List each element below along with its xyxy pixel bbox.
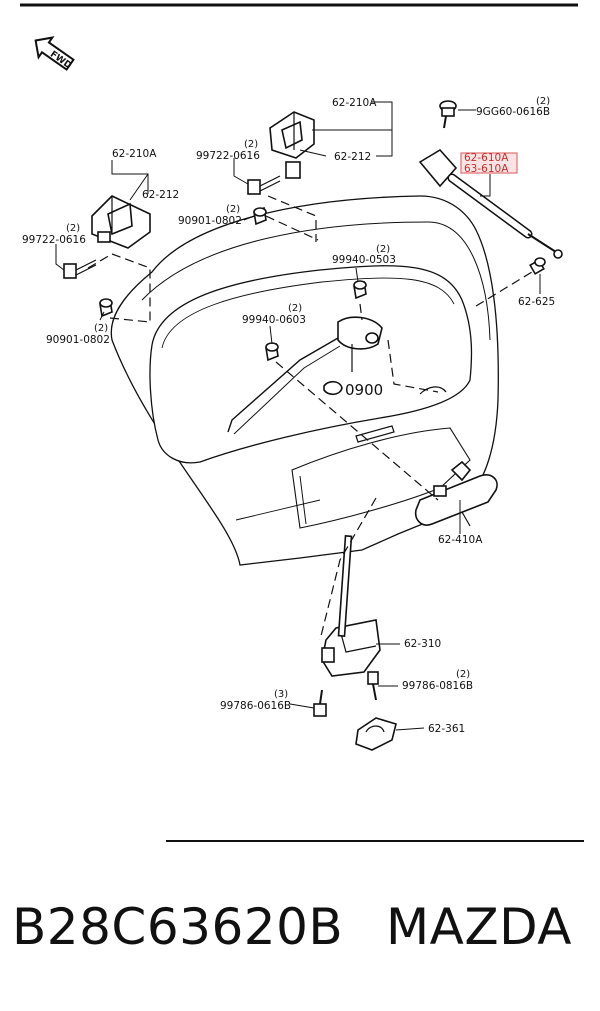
right-hinge-nut — [253, 206, 267, 226]
label-mid-nut: 99940-0603 — [242, 314, 306, 326]
label-lock-bolt-right: 99786-0816B — [402, 680, 473, 692]
label-lock-bolt-left-qty: (3) — [274, 689, 288, 700]
footer-brand: MAZDA — [386, 898, 572, 956]
wiper-motor — [337, 316, 383, 372]
label-strut-ball: 62-625 — [518, 296, 555, 308]
mid-nut — [265, 342, 279, 362]
upper-nut — [353, 280, 367, 300]
label-strut-screw: 9GG60-0616B — [476, 106, 550, 118]
label-mid-nut-qty: (2) — [288, 303, 302, 314]
label-strut-screw-qty: (2) — [536, 96, 550, 107]
strut-screw — [439, 100, 457, 129]
label-striker: 62-361 — [428, 723, 465, 735]
footer-part-number: B28C63620B — [12, 898, 344, 956]
label-left-nut-qty: (2) — [94, 323, 108, 334]
right-hinge — [269, 111, 315, 179]
fwd-arrow-icon: FWD — [34, 36, 75, 71]
left-hinge-nut — [99, 298, 113, 318]
label-right-hinge-group: 62-210A — [332, 97, 377, 109]
striker — [355, 717, 397, 751]
label-left-hinge-part: 62-212 — [142, 189, 179, 201]
gas-strut — [418, 148, 563, 259]
strut-label-highlight — [460, 152, 518, 174]
label-handle: 62-410A — [438, 534, 483, 546]
label-right-nut-qty: (2) — [226, 204, 240, 215]
left-hinge-bolt — [63, 259, 97, 279]
lock-bolt-right — [367, 671, 379, 701]
strut-ball-stud — [529, 257, 546, 275]
label-left-bolt-qty: (2) — [66, 223, 80, 234]
label-upper-nut: 99940-0503 — [332, 254, 396, 266]
connector-0900-icon — [323, 380, 343, 396]
rear-handle — [414, 460, 498, 527]
label-right-hinge-part: 62-212 — [334, 151, 371, 163]
lock-bolt-left — [313, 689, 327, 717]
label-lock-bolt-left: 99786-0616B — [220, 700, 291, 712]
label-connector-0900: 0900 — [345, 381, 383, 399]
label-left-nut: 90901-0802 — [46, 334, 110, 346]
left-hinge — [91, 195, 151, 249]
label-right-nut: 90901-0802 — [178, 215, 242, 227]
label-strut-1: 62-610A — [464, 152, 509, 164]
label-left-bolt: 99722-0616 — [22, 234, 86, 246]
right-hinge-bolt — [247, 175, 281, 195]
label-left-hinge-group: 62-210A — [112, 148, 157, 160]
label-lock-bolt-right-qty: (2) — [456, 669, 470, 680]
label-upper-nut-qty: (2) — [376, 244, 390, 255]
label-right-bolt-qty: (2) — [244, 139, 258, 150]
liftgate-panel — [110, 195, 499, 566]
label-strut-2: 63-610A — [464, 163, 509, 175]
label-right-bolt: 99722-0616 — [196, 150, 260, 162]
latch-lock — [321, 535, 381, 677]
label-lock: 62-310 — [404, 638, 441, 650]
